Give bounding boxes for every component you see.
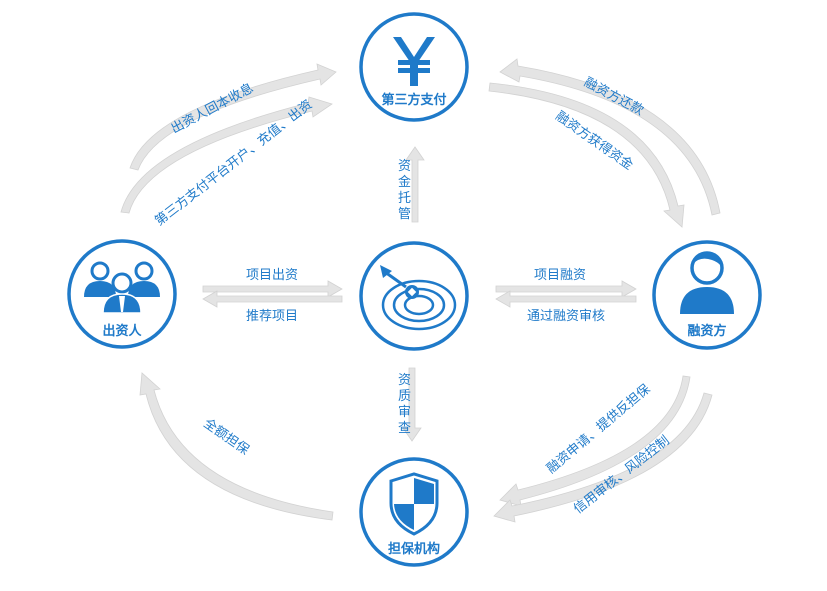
label-investor-open-account: 第三方支付平台开户、充值、出资 (152, 97, 316, 230)
arrow-investor-open-account (120, 96, 333, 214)
label-fund-custody: 资金托管 (398, 159, 411, 222)
label-recommend-project: 推荐项目 (246, 309, 298, 324)
node-label-investor: 出资人 (102, 323, 142, 339)
arrow-fund-custody (405, 146, 425, 223)
node-guarantor: 担保机构 (359, 457, 469, 567)
arrow-credit-review (493, 392, 713, 523)
arrow-project-financing (495, 280, 637, 298)
arrow-project-invest (202, 280, 343, 298)
node-platform (359, 241, 469, 351)
arrow-recommend-project (202, 290, 343, 308)
person-icon (680, 251, 734, 314)
yen-icon (393, 37, 435, 86)
label-financing-approved: 通过融资审核 (527, 309, 605, 324)
arrow-investor-return (129, 63, 337, 171)
arrow-borrower-receive-funds (488, 82, 685, 228)
arrow-borrower-repay (499, 58, 721, 216)
node-label-third-party-payment: 第三方支付 (381, 92, 446, 108)
label-full-guarantee: 全额担保 (200, 415, 252, 458)
arrow-financing-approved (495, 290, 637, 308)
label-qualification-check: 资质审查 (398, 373, 411, 436)
shield-icon (389, 472, 439, 536)
node-investor: 出资人 (67, 239, 177, 349)
node-label-guarantor: 担保机构 (388, 541, 440, 557)
arrow-full-guarantee (139, 372, 334, 521)
node-third-party-payment: 第三方支付 (359, 12, 469, 122)
node-label-borrower: 融资方 (687, 323, 726, 339)
target-arrow-icon (380, 265, 457, 331)
arrow-apply-guarantee (499, 375, 691, 507)
label-project-financing: 项目融资 (534, 268, 586, 283)
label-project-invest: 项目出资 (246, 268, 298, 283)
node-borrower: 融资方 (652, 240, 762, 350)
people-group-icon (84, 261, 160, 314)
arrow-qualification-check (402, 367, 422, 442)
